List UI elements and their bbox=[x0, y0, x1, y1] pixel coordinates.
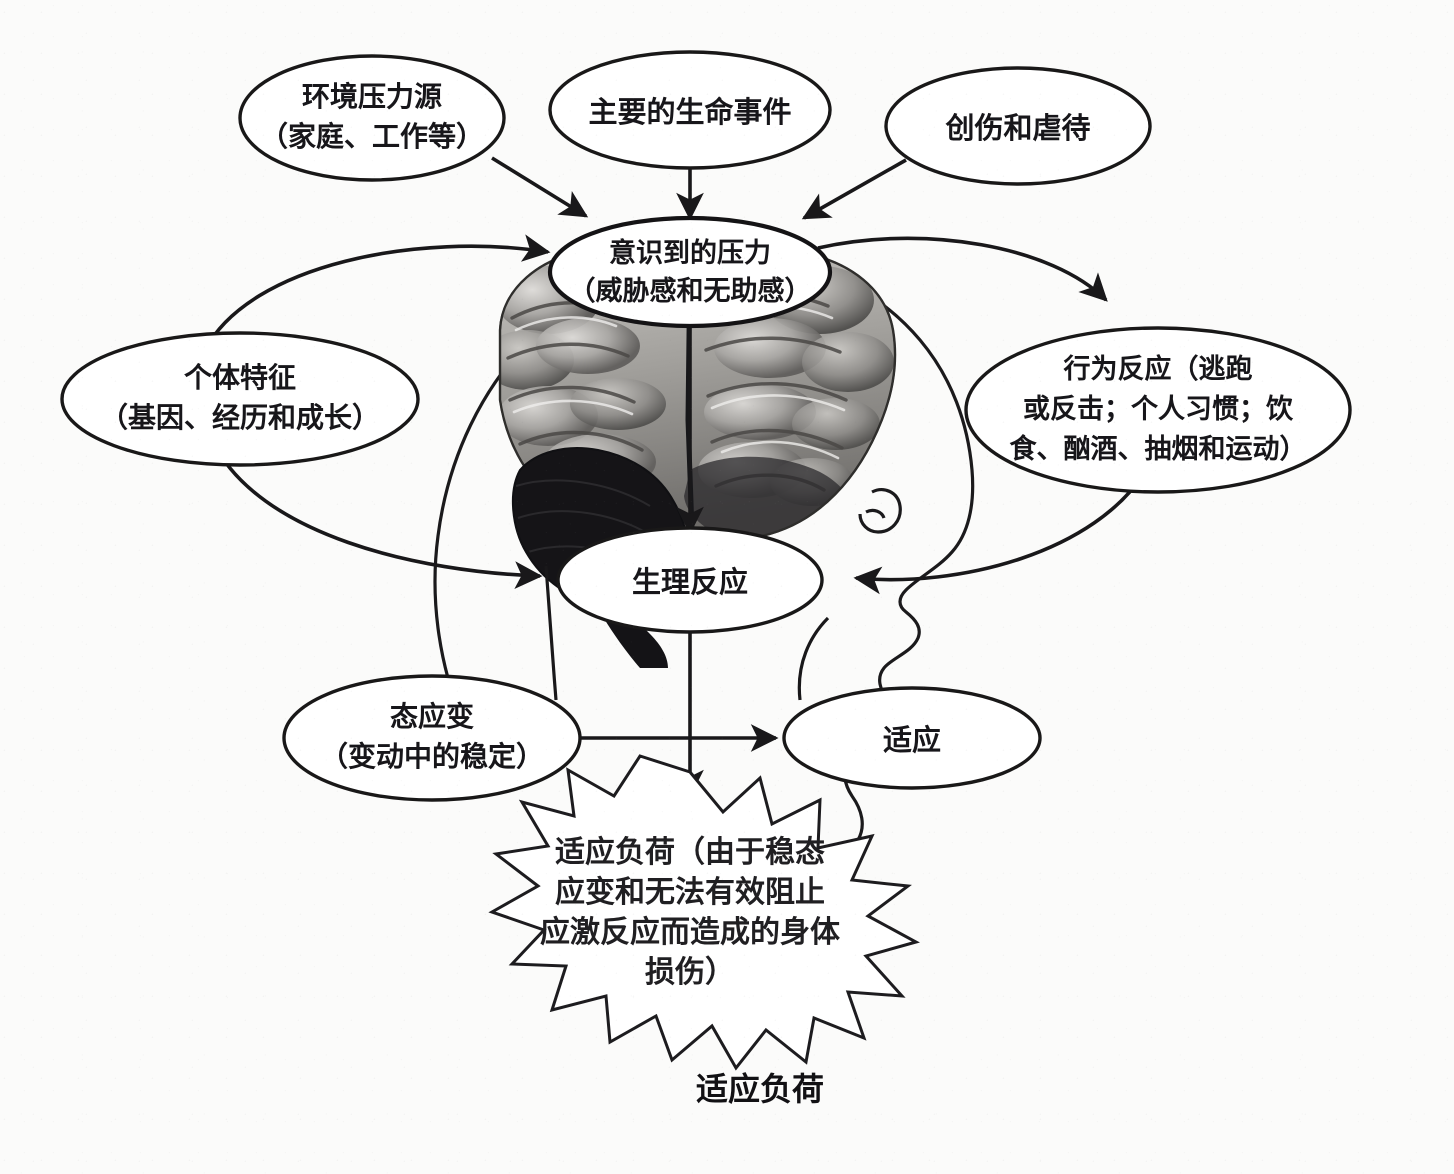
edge-trauma-to-stress bbox=[801, 158, 907, 220]
node-behavioral-response-line1: 行为反应（逃跑 bbox=[1063, 353, 1253, 385]
allostatic-load-line3: 应激反应而造成的身体 bbox=[540, 915, 841, 950]
node-perceived-stress-line1: 意识到的压力 bbox=[609, 237, 771, 269]
node-env-stressors-line1: 环境压力源 bbox=[302, 80, 442, 113]
diagram-nodes: 环境压力源 （家庭、工作等） 主要的生命事件 创伤和虐待 意识到的压力 （威胁感… bbox=[60, 50, 1352, 802]
node-env-stressors[interactable]: 环境压力源 （家庭、工作等） bbox=[238, 54, 506, 182]
edge-traits-to-stress bbox=[203, 234, 551, 351]
node-physiological-response-label: 生理反应 bbox=[632, 565, 748, 599]
node-trauma-abuse[interactable]: 创伤和虐待 bbox=[884, 66, 1152, 186]
node-behavioral-response-line3: 食、酗酒、抽烟和运动） bbox=[1010, 433, 1307, 465]
edge-allostasis-link bbox=[544, 565, 558, 701]
node-allostasis-line1: 态应变 bbox=[390, 700, 474, 733]
node-adaptation[interactable]: 适应 bbox=[782, 686, 1042, 790]
node-env-stressors-line2: （家庭、工作等） bbox=[260, 120, 484, 153]
edge-behavior-to-physio bbox=[853, 469, 1148, 595]
diagram-edges bbox=[203, 156, 1148, 798]
brain-illustration bbox=[498, 245, 897, 668]
node-major-life-events[interactable]: 主要的生命事件 bbox=[548, 50, 832, 170]
node-behavioral-response[interactable]: 行为反应（逃跑 或反击；个人习惯；饮 食、酗酒、抽烟和运动） bbox=[964, 326, 1352, 494]
node-individual-traits-line1: 个体特征 bbox=[184, 361, 296, 394]
edge-adaptation-link bbox=[797, 616, 830, 701]
node-behavioral-response-line2: 或反击；个人习惯；饮 bbox=[1023, 394, 1294, 425]
allostatic-load-line1: 适应负荷（由于稳态 bbox=[555, 835, 825, 870]
node-allostatic-load[interactable]: 适应负荷（由于稳态 应变和无法有效阻止 应激反应而造成的身体 损伤） bbox=[488, 754, 920, 1071]
edge-env-to-stress bbox=[491, 156, 589, 218]
node-perceived-stress[interactable]: 意识到的压力 （威胁感和无助感） bbox=[547, 215, 833, 329]
allostatic-load-line4: 损伤） bbox=[645, 955, 735, 990]
node-major-life-events-label: 主要的生命事件 bbox=[588, 95, 791, 129]
edge-traits-to-physio bbox=[210, 439, 543, 590]
edge-stress-to-behavior bbox=[817, 236, 1108, 302]
allostatic-load-line2: 应变和无法有效阻止 bbox=[555, 875, 825, 910]
figure-caption: 适应负荷 bbox=[696, 1070, 824, 1108]
node-allostasis-line2: （变动中的稳定） bbox=[320, 740, 544, 773]
node-individual-traits-line2: （基因、经历和成长） bbox=[100, 401, 380, 434]
node-perceived-stress-line2: （威胁感和无助感） bbox=[569, 275, 812, 307]
node-individual-traits[interactable]: 个体特征 （基因、经历和成长） bbox=[60, 331, 420, 467]
node-allostasis[interactable]: 态应变 （变动中的稳定） bbox=[282, 674, 582, 802]
node-trauma-abuse-label: 创伤和虐待 bbox=[944, 111, 1090, 145]
node-physiological-response[interactable]: 生理反应 bbox=[556, 526, 824, 634]
node-adaptation-label: 适应 bbox=[883, 723, 941, 757]
